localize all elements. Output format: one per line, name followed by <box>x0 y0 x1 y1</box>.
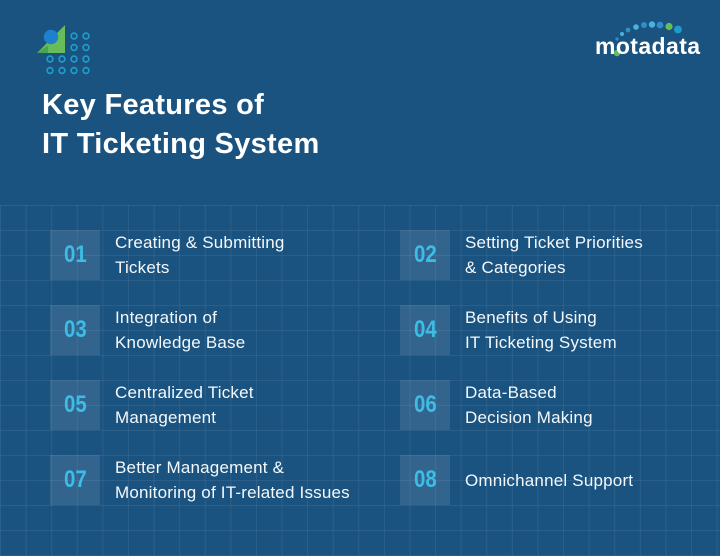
feature-text-line: Benefits of Using <box>465 308 597 327</box>
feature-text: Benefits of Using IT Ticketing System <box>465 305 617 355</box>
motadata-mark-icon <box>37 25 90 75</box>
page-title-line1: Key Features of <box>42 89 265 121</box>
feature-number-badge: 03 <box>50 305 100 355</box>
feature-text-line: Omnichannel Support <box>465 470 634 490</box>
feature-item-02: 02 Setting Ticket Priorities & Categorie… <box>400 230 710 280</box>
motadata-logo: motadata <box>593 16 709 60</box>
feature-number: 07 <box>63 466 87 493</box>
feature-number-badge: 07 <box>50 455 100 505</box>
feature-number-badge: 02 <box>400 230 450 280</box>
feature-text-line: Monitoring of IT-related Issues <box>115 483 350 502</box>
feature-number: 06 <box>413 391 437 418</box>
feature-number-badge: 05 <box>50 380 100 430</box>
feature-item-01: 01 Creating & Submitting Tickets <box>50 230 395 280</box>
feature-item-08: 08 Omnichannel Support <box>400 455 710 505</box>
feature-number-badge: 04 <box>400 305 450 355</box>
feature-text-line: & Categories <box>465 258 566 277</box>
feature-number-badge: 01 <box>50 230 100 280</box>
feature-text-line: Integration of <box>115 308 218 327</box>
feature-number: 02 <box>413 241 437 268</box>
feature-item-05: 05 Centralized Ticket Management <box>50 380 395 430</box>
feature-text-line: Setting Ticket Priorities <box>465 233 643 252</box>
feature-item-04: 04 Benefits of Using IT Ticketing System <box>400 305 710 355</box>
page-title: Key Features of IT Ticketing System <box>42 86 320 164</box>
feature-number-badge: 06 <box>400 380 450 430</box>
feature-text-line: IT Ticketing System <box>465 333 617 352</box>
feature-text-line: Knowledge Base <box>115 333 246 352</box>
feature-number: 04 <box>413 316 437 343</box>
feature-number: 03 <box>63 316 87 343</box>
feature-text-line: Tickets <box>115 258 170 277</box>
feature-item-06: 06 Data-Based Decision Making <box>400 380 710 430</box>
feature-number: 01 <box>63 241 87 268</box>
feature-text-line: Better Management & <box>115 458 285 477</box>
background-grid-pattern <box>0 205 720 556</box>
motadata-arc-dots-icon <box>613 21 682 57</box>
feature-text: Better Management & Monitoring of IT-rel… <box>115 455 350 505</box>
feature-item-03: 03 Integration of Knowledge Base <box>50 305 395 355</box>
feature-text-line: Data-Based <box>465 383 557 402</box>
feature-text-line: Creating & Submitting <box>115 233 285 252</box>
feature-text: Data-Based Decision Making <box>465 380 593 430</box>
feature-text: Centralized Ticket Management <box>115 380 254 430</box>
feature-text: Omnichannel Support <box>465 468 633 493</box>
feature-text-line: Centralized Ticket <box>115 383 254 402</box>
feature-text: Creating & Submitting Tickets <box>115 230 285 280</box>
feature-text-line: Decision Making <box>465 408 593 427</box>
feature-number-badge: 08 <box>400 455 450 505</box>
feature-text: Integration of Knowledge Base <box>115 305 245 355</box>
page-title-line2: IT Ticketing System <box>42 128 320 160</box>
motadata-wordmark: motadata <box>595 33 701 59</box>
feature-item-07: 07 Better Management & Monitoring of IT-… <box>50 455 395 505</box>
feature-number: 05 <box>63 391 87 418</box>
feature-text: Setting Ticket Priorities & Categories <box>465 230 643 280</box>
feature-number: 08 <box>413 466 437 493</box>
feature-text-line: Management <box>115 408 217 427</box>
